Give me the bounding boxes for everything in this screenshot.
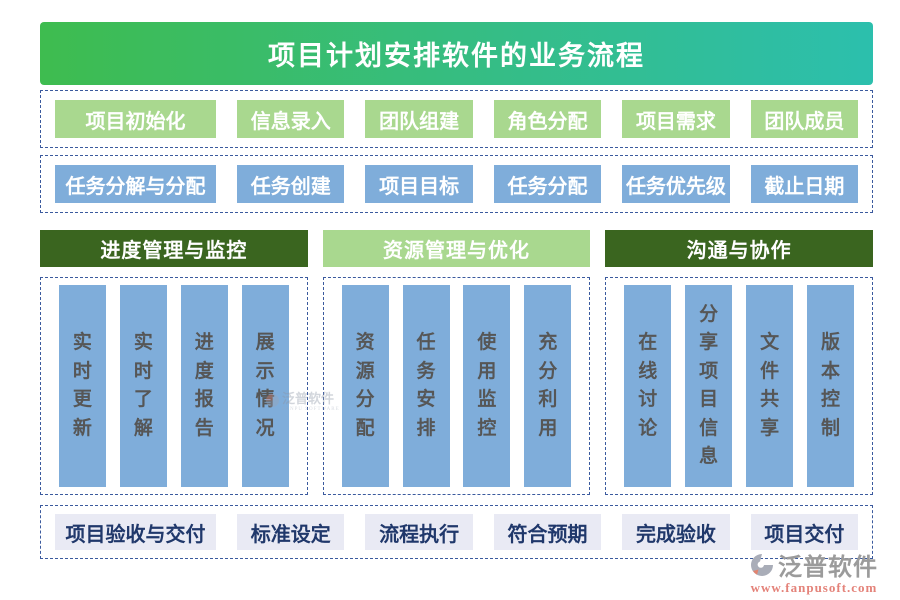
page-title: 项目计划安排软件的业务流程: [40, 22, 873, 85]
stage-task-breakdown[interactable]: 任务分解与分配: [55, 165, 217, 203]
column-body-resource: 资源分配 任务安排 使用监控 充分利用: [322, 277, 591, 495]
stage-team-building[interactable]: 团队组建: [365, 100, 473, 138]
stage-acceptance-delivery[interactable]: 项目验收与交付: [55, 514, 217, 550]
brand-name: 泛普软件: [778, 555, 878, 581]
stage-process-execution[interactable]: 流程执行: [365, 514, 473, 550]
feature-full-utilization[interactable]: 充分利用: [524, 285, 572, 487]
column-header-resource: 资源管理与优化: [322, 230, 591, 267]
stage-team-members[interactable]: 团队成员: [750, 100, 859, 138]
stage-project-goal[interactable]: 项目目标: [365, 165, 473, 203]
feature-realtime-update[interactable]: 实时更新: [58, 285, 106, 487]
stage-task-priority[interactable]: 任务优先级: [622, 165, 730, 203]
feature-task-scheduling[interactable]: 任务安排: [402, 285, 450, 487]
column-header-progress: 进度管理与监控: [40, 230, 308, 267]
feature-status-display[interactable]: 展示情况: [241, 285, 289, 487]
fanpu-logo-icon: [751, 553, 773, 576]
management-columns: 进度管理与监控 实时更新 实时了解 进度报告 展示情况 资源管理与优化 资源分配…: [40, 230, 874, 495]
stage-task-creation[interactable]: 任务创建: [237, 165, 345, 203]
section-initialization: 项目初始化 信息录入 团队组建 角色分配 项目需求 团队成员: [40, 90, 873, 148]
stage-task-assignment[interactable]: 任务分配: [493, 165, 602, 203]
stage-standard-setting[interactable]: 标准设定: [237, 514, 345, 550]
stage-deadline[interactable]: 截止日期: [750, 165, 859, 203]
section-acceptance-delivery: 项目验收与交付 标准设定 流程执行 符合预期 完成验收 项目交付: [40, 505, 873, 559]
stage-complete-acceptance[interactable]: 完成验收: [622, 514, 730, 550]
stage-meet-expectations[interactable]: 符合预期: [493, 514, 602, 550]
feature-file-sharing[interactable]: 文件共享: [746, 285, 794, 487]
stage-project-delivery[interactable]: 项目交付: [750, 514, 859, 550]
column-progress-management: 进度管理与监控 实时更新 实时了解 进度报告 展示情况: [40, 230, 308, 495]
column-communication: 沟通与协作 在线讨论 分享项目信息 文件共享 版本控制: [605, 230, 874, 495]
section-task-breakdown: 任务分解与分配 任务创建 项目目标 任务分配 任务优先级 截止日期: [40, 155, 873, 213]
column-header-communication: 沟通与协作: [605, 230, 874, 267]
feature-progress-report[interactable]: 进度报告: [180, 285, 228, 487]
column-body-progress: 实时更新 实时了解 进度报告 展示情况: [40, 277, 308, 495]
brand-logo: 泛普软件 www.fanpusoft.com: [750, 547, 878, 596]
stage-project-init[interactable]: 项目初始化: [55, 100, 217, 138]
stage-project-requirements[interactable]: 项目需求: [622, 100, 730, 138]
feature-online-discussion[interactable]: 在线讨论: [624, 285, 672, 487]
stage-info-entry[interactable]: 信息录入: [237, 100, 345, 138]
feature-share-project-info[interactable]: 分享项目信息: [685, 285, 733, 487]
column-resource-management: 资源管理与优化 资源分配 任务安排 使用监控 充分利用: [322, 230, 591, 495]
feature-realtime-insight[interactable]: 实时了解: [119, 285, 167, 487]
feature-resource-allocation[interactable]: 资源分配: [341, 285, 389, 487]
brand-url[interactable]: www.fanpusoft.com: [750, 580, 878, 595]
column-body-communication: 在线讨论 分享项目信息 文件共享 版本控制: [605, 277, 874, 495]
feature-version-control[interactable]: 版本控制: [807, 285, 855, 487]
stage-role-assignment[interactable]: 角色分配: [493, 100, 602, 138]
feature-usage-monitoring[interactable]: 使用监控: [463, 285, 511, 487]
